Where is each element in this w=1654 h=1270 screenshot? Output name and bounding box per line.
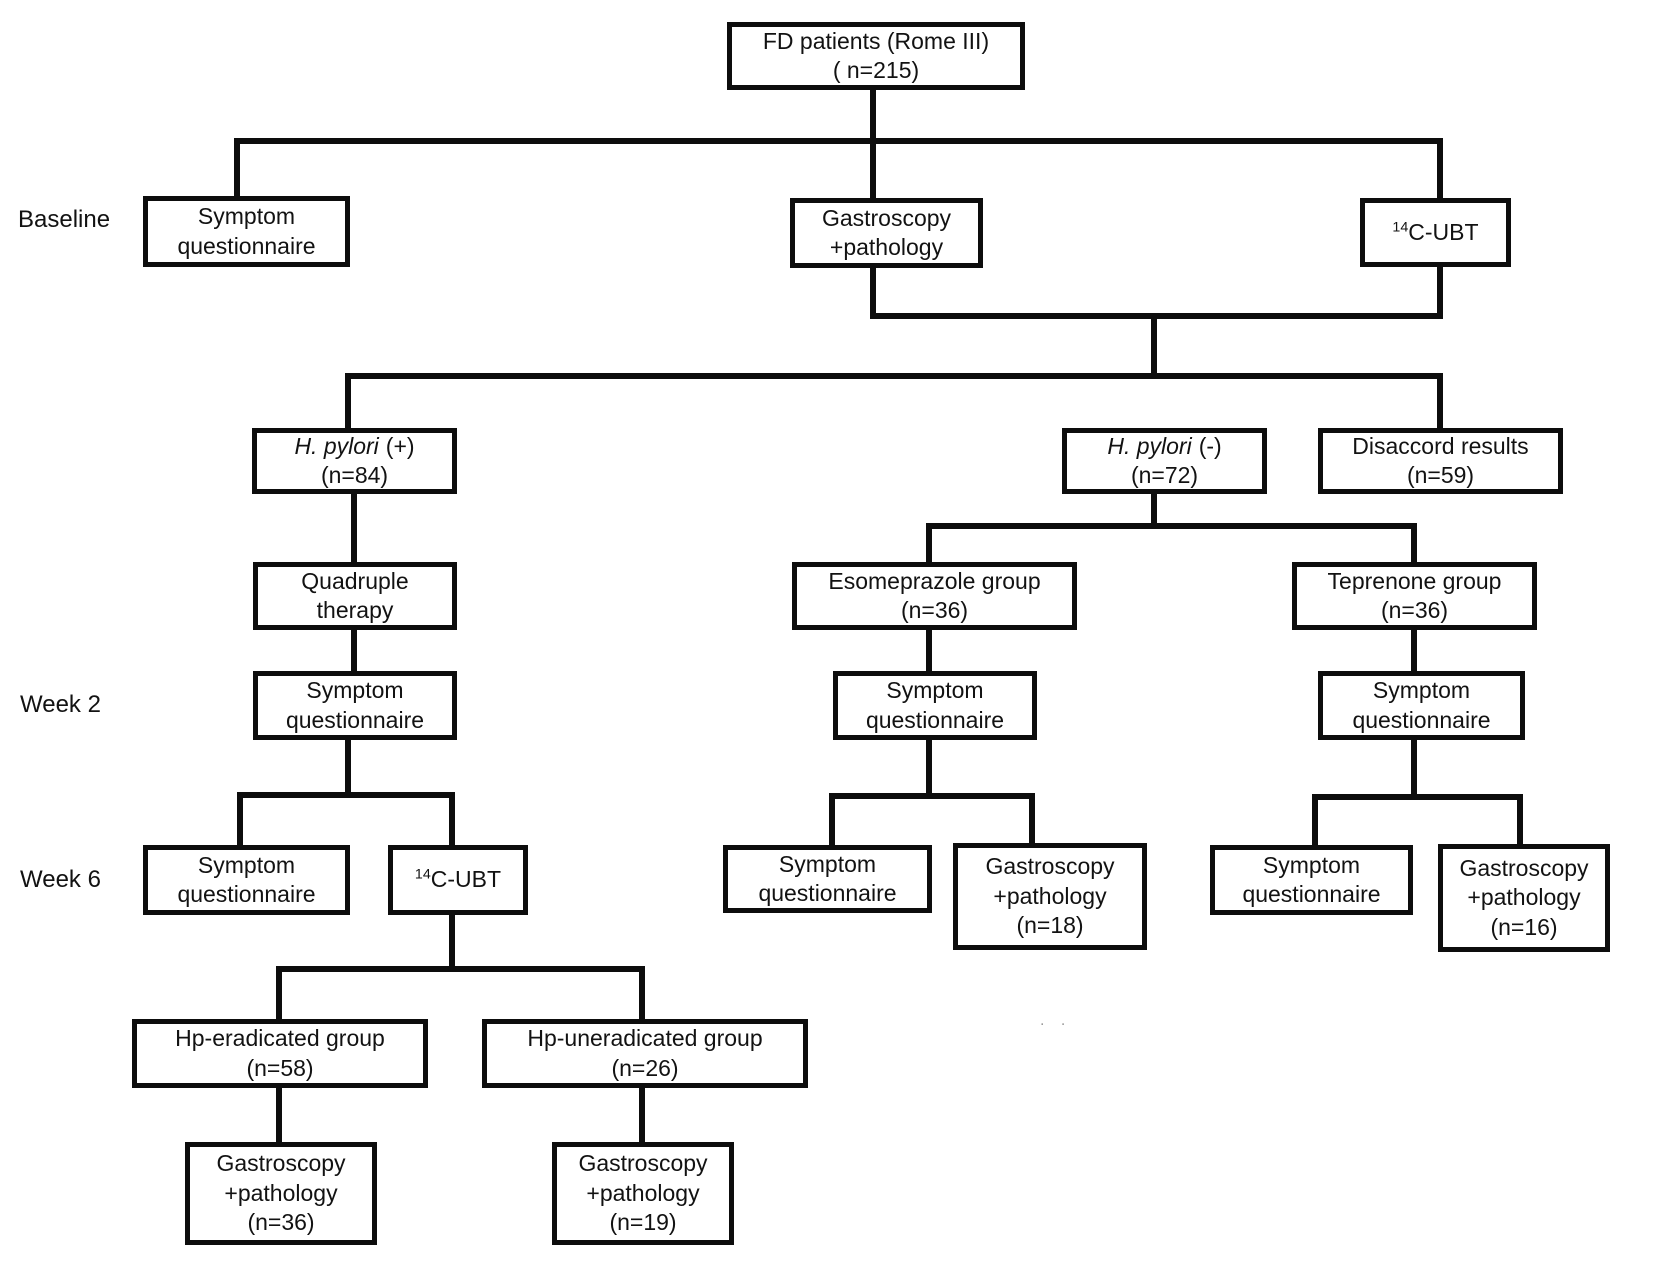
connector-baseline-row-bar: [234, 138, 1443, 144]
connector-gastroscopy-to-h2: [870, 268, 876, 319]
connector-hp-negative-split-bar: [926, 523, 1417, 529]
connector-h3-to-disaccord: [1437, 373, 1443, 428]
connector-h4-to-esomeprazole: [926, 523, 932, 562]
node-week6-14c-ubt: 14C-UBT: [388, 845, 528, 915]
node-week2-hp-symptom-questionnaire: Symptom questionnaire: [253, 671, 457, 740]
connector-h1-to-baseline-symptom: [234, 138, 240, 196]
connector-week6-esome-split-bar: [829, 793, 1035, 799]
node-week6-esome-symptom-questionnaire: Symptom questionnaire: [723, 845, 932, 913]
row-label-baseline: Baseline: [18, 206, 111, 233]
connector-week6-ubt-to-h8: [449, 915, 455, 972]
connector-quadruple-to-week2: [351, 630, 357, 671]
connector-h5-to-week6-symptom: [237, 792, 243, 845]
node-teprenone-group: Teprenone group (n=36): [1292, 562, 1537, 630]
node-week2-esome-symptom-questionnaire: Symptom questionnaire: [833, 671, 1037, 740]
node-week6-tepre-symptom-questionnaire: Symptom questionnaire: [1210, 845, 1413, 915]
connector-ubt-result-split-bar: [276, 966, 645, 972]
node-hp-negative: H. pylori(-) (n=72): [1062, 428, 1267, 494]
connector-week2-tepre-to-h7: [1411, 740, 1417, 800]
connector-h1-to-baseline-ubt: [1437, 138, 1443, 198]
node-disaccord-results: Disaccord results (n=59): [1318, 428, 1563, 494]
node-week6-tepre-gastroscopy-pathology: Gastroscopy +pathology (n=16): [1438, 844, 1610, 952]
connector-teprenone-to-week2: [1411, 630, 1417, 671]
node-baseline-14c-ubt: 14C-UBT: [1360, 198, 1511, 267]
node-hp-positive: H. pylori(+) (n=84): [252, 428, 457, 494]
connector-h5-to-week6-ubt: [449, 792, 455, 845]
connector-week6-hp-split-bar: [237, 792, 455, 798]
connector-hp-uneradicated-to-gastroscopy: [639, 1088, 645, 1142]
node-week6-esome-gastroscopy-pathology: Gastroscopy +pathology (n=18): [953, 843, 1147, 950]
connector-h8-to-hp-eradicated: [276, 966, 282, 1019]
connector-h7-to-week6-gastroscopy: [1517, 794, 1523, 844]
node-quadruple-therapy: Quadruple therapy: [253, 562, 457, 630]
scan-artifact-dots: . .: [1040, 1012, 1072, 1029]
connector-h3-to-hp-positive: [345, 373, 351, 428]
node-week2-tepre-symptom-questionnaire: Symptom questionnaire: [1318, 671, 1525, 740]
node-hp-uneradicated-group: Hp-uneradicated group (n=26): [482, 1019, 808, 1088]
node-fd-patients: FD patients (Rome III) ( n=215): [727, 22, 1025, 90]
connector-hp-eradicated-to-gastroscopy: [276, 1088, 282, 1142]
connector-h6-to-week6-gastroscopy: [1029, 793, 1035, 843]
row-label-week2: Week 2: [20, 691, 101, 718]
connector-results-merge-bar: [870, 313, 1443, 319]
node-uneradicated-gastroscopy-pathology: Gastroscopy +pathology (n=19): [552, 1142, 734, 1245]
connector-h2-to-h3: [1151, 313, 1157, 379]
connector-hp-negative-to-h4: [1151, 494, 1157, 529]
node-baseline-gastroscopy-pathology: Gastroscopy +pathology: [790, 198, 983, 268]
connector-hp-status-bar: [345, 373, 1443, 379]
connector-hp-positive-to-quadruple: [351, 494, 357, 562]
connector-h8-to-hp-uneradicated: [639, 966, 645, 1019]
connector-week2-hp-to-h5: [345, 740, 351, 798]
row-label-week6: Week 6: [20, 866, 101, 893]
connector-h4-to-teprenone: [1411, 523, 1417, 562]
node-esomeprazole-group: Esomeprazole group (n=36): [792, 562, 1077, 630]
node-eradicated-gastroscopy-pathology: Gastroscopy +pathology (n=36): [185, 1142, 377, 1245]
connector-ubt-to-h2: [1437, 267, 1443, 319]
connector-h6-to-week6-symptom: [829, 793, 835, 845]
node-baseline-symptom-questionnaire: Symptom questionnaire: [143, 196, 350, 267]
connector-esomeprazole-to-week2: [926, 630, 932, 671]
node-week6-hp-symptom-questionnaire: Symptom questionnaire: [143, 845, 350, 915]
connector-h7-to-week6-symptom: [1312, 794, 1318, 845]
node-hp-eradicated-group: Hp-eradicated group (n=58): [132, 1019, 428, 1088]
connector-week6-tepre-split-bar: [1312, 794, 1523, 800]
connector-week2-esome-to-h6: [926, 740, 932, 799]
